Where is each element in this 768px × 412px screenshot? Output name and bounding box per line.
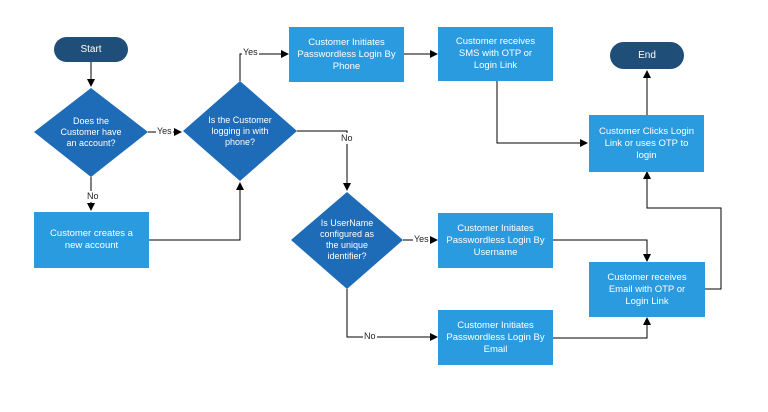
process-receives-sms: Customer receives SMS with OTP or Login … [438, 27, 553, 81]
connector-username-no [346, 289, 438, 341]
connector-init-email-to-email [553, 317, 651, 339]
decision-logging-phone-shape [183, 81, 297, 181]
process-create-account: Customer creates a new account [34, 212, 149, 268]
end-terminal: End [610, 42, 684, 69]
edge-label-username-yes: Yes [413, 234, 430, 245]
edge-label-phone-yes: Yes [242, 47, 259, 58]
edge-label-username-no: No [363, 331, 377, 342]
connector-init-username-to-email [553, 239, 651, 262]
process-initiate-email: Customer Initiates Passwordless Login By… [438, 310, 553, 365]
process-initiate-phone: Customer Initiates Passwordless Login By… [289, 27, 404, 82]
start-terminal: Start [54, 37, 128, 62]
edge-label-account-yes: Yes [156, 126, 173, 137]
process-clicks-login: Customer Clicks Login Link or uses OTP t… [589, 115, 704, 172]
decision-has-account-shape [34, 88, 148, 177]
process-receives-email: Customer receives Email with OTP or Logi… [589, 262, 705, 317]
edge-label-phone-no: No [340, 133, 354, 144]
edge-label-account-no: No [86, 191, 100, 202]
connector-sms-to-clicks [496, 81, 588, 147]
connector-phone-yes [239, 50, 289, 81]
decision-username-identifier-shape [291, 192, 403, 289]
connector-phone-no [297, 130, 351, 191]
process-initiate-username: Customer Initiates Passwordless Login By… [438, 213, 553, 268]
connector-create-to-phone [149, 182, 244, 241]
decision-logging-phone: Is the Customer logging in with phone? [208, 114, 272, 147]
decision-has-account: Does the Customer have an account? [60, 115, 122, 148]
decision-username-identifier: Is UserName configured as the unique ide… [319, 218, 375, 261]
connector-email-to-clicks [643, 171, 722, 290]
